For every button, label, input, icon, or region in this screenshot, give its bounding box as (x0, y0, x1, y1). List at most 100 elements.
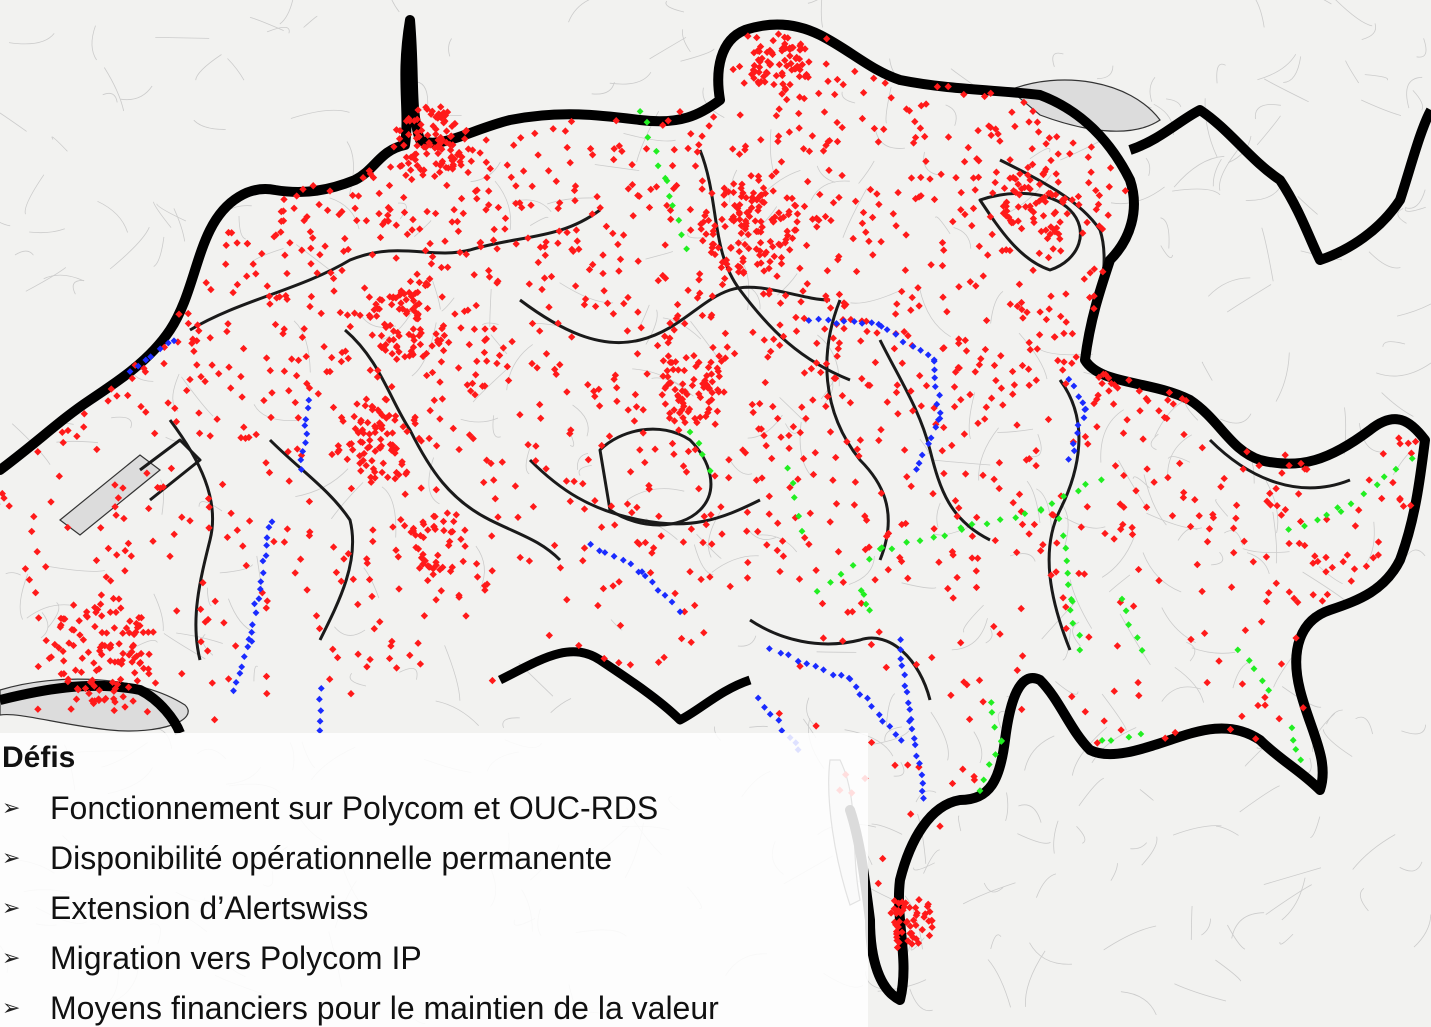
siren-site-marker (423, 207, 431, 216)
siren-site-marker (403, 307, 411, 316)
siren-site-marker (661, 274, 670, 282)
siren-site-marker (744, 230, 752, 239)
siren-site-marker (271, 320, 280, 329)
terrain-line (29, 228, 65, 234)
siren-site-marker (330, 287, 338, 295)
siren-site-marker (222, 260, 230, 268)
siren-site-marker (911, 133, 920, 142)
siren-site-marker (436, 566, 444, 574)
siren-site-marker (563, 596, 571, 604)
siren-site-marker (399, 423, 407, 431)
terrain-line (1052, 52, 1064, 68)
siren-site-marker (875, 200, 883, 209)
siren-site-marker (793, 53, 801, 62)
terrain-line (51, 136, 68, 152)
siren-site-marker (415, 278, 424, 287)
siren-site-marker (91, 697, 99, 705)
siren-site-marker (1111, 462, 1120, 470)
siren-site-marker (996, 137, 1004, 145)
siren-site-marker (88, 676, 97, 684)
terrain-line (1006, 174, 1052, 214)
siren-site-marker (424, 576, 432, 585)
siren-site-marker (955, 339, 963, 348)
siren-site-marker (864, 381, 872, 389)
siren-site-marker (349, 575, 357, 583)
siren-site-marker (839, 578, 847, 586)
challenges-panel: Défis ➢ Fonctionnement sur Polycom et OU… (0, 733, 868, 1027)
siren-site-marker (377, 435, 385, 444)
siren-site-marker (641, 458, 649, 467)
siren-site-marker (270, 537, 278, 546)
siren-site-marker (457, 161, 465, 169)
siren-site-marker (917, 402, 925, 410)
siren-site-marker (781, 86, 790, 94)
siren-site-marker (431, 172, 439, 180)
siren-site-marker (743, 527, 751, 535)
terrain-line (14, 250, 34, 256)
siren-site-marker (472, 560, 481, 568)
siren-site-marker (326, 675, 334, 683)
terrain-line (494, 180, 512, 230)
terrain-line (181, 376, 214, 417)
siren-site-marker (894, 410, 902, 418)
siren-site-marker (834, 345, 842, 353)
siren-site-marker (760, 336, 768, 344)
terrain-line (1361, 23, 1377, 40)
terrain-line (919, 288, 951, 338)
siren-site-marker (239, 344, 248, 353)
siren-site-marker (402, 117, 411, 125)
siren-site-marker (714, 386, 722, 394)
siren-site-marker (813, 339, 821, 347)
siren-site-marker (345, 440, 354, 448)
terrain-line (1167, 456, 1191, 463)
siren-site-marker (231, 642, 240, 650)
siren-site-marker (280, 538, 289, 546)
siren-site-marker (1318, 597, 1327, 605)
siren-site-marker (1234, 646, 1242, 654)
siren-site-marker (916, 124, 925, 132)
siren-site-marker (450, 120, 459, 128)
siren-site-marker (443, 509, 452, 517)
siren-site-marker (1062, 624, 1070, 633)
siren-site-marker (382, 396, 391, 404)
siren-site-marker (1095, 373, 1103, 381)
siren-site-marker (939, 293, 947, 301)
siren-site-marker (850, 318, 858, 325)
siren-site-marker (461, 542, 469, 550)
siren-site-marker (224, 675, 233, 683)
siren-site-marker (1136, 407, 1144, 415)
siren-site-marker (789, 423, 798, 431)
siren-site-marker (437, 103, 445, 111)
siren-site-marker (883, 326, 891, 333)
siren-site-marker (767, 347, 775, 356)
siren-site-marker (772, 112, 781, 120)
siren-site-marker (1037, 547, 1045, 555)
siren-site-marker (813, 223, 821, 231)
siren-site-marker (1009, 390, 1017, 398)
siren-site-marker (281, 251, 289, 259)
siren-site-marker (703, 372, 711, 380)
siren-site-marker (1021, 510, 1029, 517)
siren-site-marker (757, 136, 765, 144)
siren-site-marker (595, 385, 603, 393)
siren-site-marker (328, 450, 336, 459)
siren-site-marker (931, 383, 939, 390)
siren-site-marker (199, 579, 207, 587)
siren-site-marker (283, 525, 292, 533)
terrain-line (623, 133, 676, 142)
siren-site-marker (717, 503, 725, 511)
siren-site-marker (1013, 421, 1021, 429)
siren-site-marker (427, 260, 436, 268)
siren-site-marker (752, 476, 761, 484)
siren-site-marker (680, 366, 688, 375)
siren-site-marker (1008, 108, 1016, 116)
terrain-line (1204, 98, 1218, 158)
siren-site-marker (840, 299, 848, 307)
bullet-arrow-icon: ➢ (2, 845, 21, 870)
siren-site-marker (225, 363, 233, 371)
siren-site-marker (1285, 539, 1293, 548)
siren-site-marker (389, 441, 397, 449)
siren-site-marker (1016, 170, 1024, 178)
siren-site-marker (816, 190, 824, 199)
terrain-line (841, 91, 856, 104)
